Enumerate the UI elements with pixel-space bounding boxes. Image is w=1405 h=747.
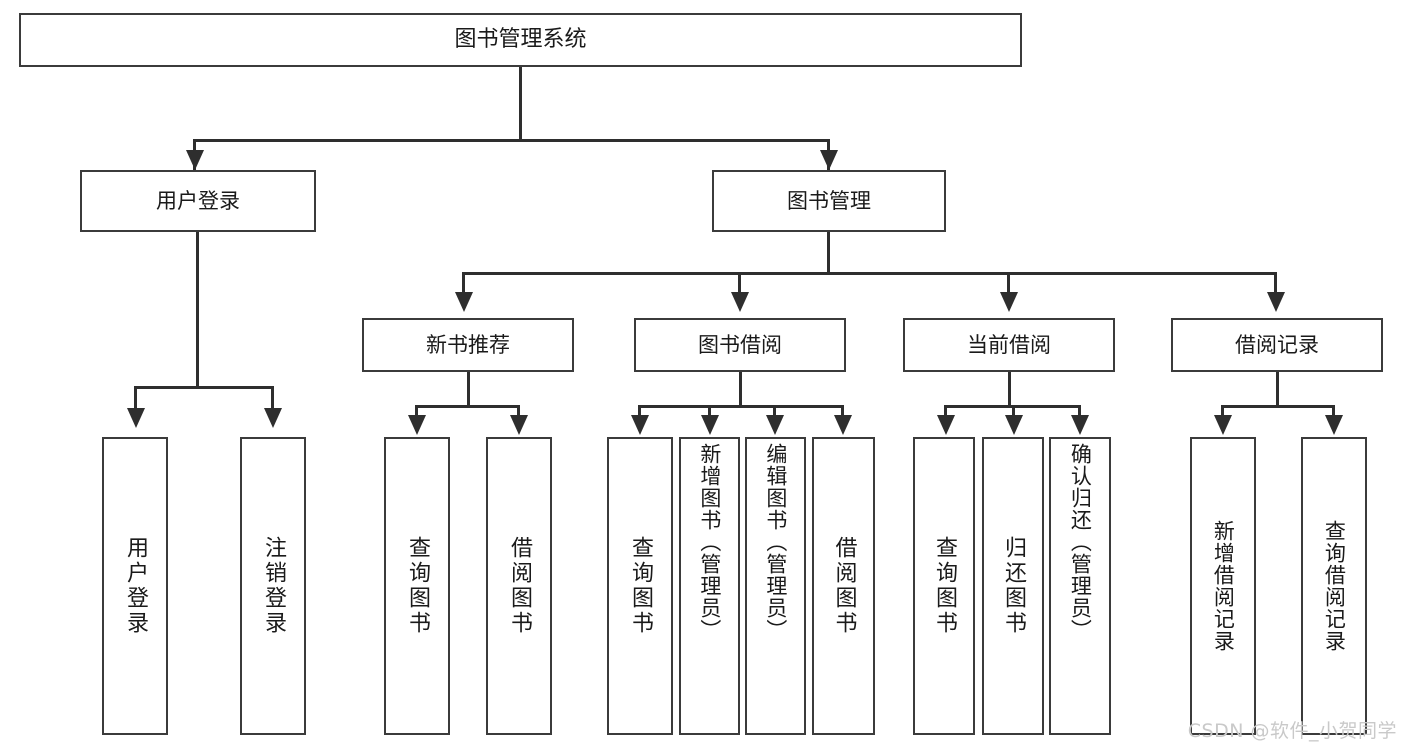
- node-label: 图书管理系统: [454, 27, 587, 53]
- node-label: 归还图书: [1000, 536, 1026, 636]
- arrow-user-login-leaf2: [264, 408, 282, 428]
- leaf-query-book-current[interactable]: 查询图书: [913, 437, 975, 735]
- connector-user-login-leaf1: [134, 386, 137, 418]
- connector-root-stem: [519, 67, 522, 141]
- arrow-to-book-borrow: [731, 292, 749, 312]
- node-borrow-record[interactable]: 借阅记录: [1171, 318, 1383, 372]
- node-current-borrow[interactable]: 当前借阅: [903, 318, 1115, 372]
- node-label: 查询借阅记录: [1322, 520, 1347, 652]
- connector-book-borrow-bus: [638, 405, 844, 408]
- node-label: 用户登录: [156, 188, 240, 213]
- node-label: 借阅记录: [1235, 332, 1319, 357]
- leaf-query-book-borrow[interactable]: 查询图书: [607, 437, 673, 735]
- node-user-login[interactable]: 用户登录: [80, 170, 316, 232]
- leaf-query-borrow-record[interactable]: 查询借阅记录: [1301, 437, 1367, 735]
- node-label: 新书推荐: [426, 332, 510, 357]
- connector-root-bus: [193, 139, 830, 142]
- arrow-new-book-leaf1: [408, 415, 426, 435]
- leaf-confirm-return-admin[interactable]: 确认归还（管理员）: [1049, 437, 1111, 735]
- connector-book-mgmt-bus: [462, 272, 1277, 275]
- connector-borrow-record-stem: [1276, 372, 1279, 407]
- node-label: 查询图书: [404, 536, 430, 636]
- arrow-to-current-borrow: [1000, 292, 1018, 312]
- node-root-system[interactable]: 图书管理系统: [19, 13, 1022, 67]
- node-book-management[interactable]: 图书管理: [712, 170, 946, 232]
- watermark: CSDN @软件_小贺同学: [1187, 720, 1397, 742]
- leaf-borrow-book[interactable]: 借阅图书: [812, 437, 875, 735]
- connector-book-mgmt-to-new-book: [462, 272, 465, 304]
- leaf-edit-book-admin[interactable]: 编辑图书（管理员）: [745, 437, 806, 735]
- leaf-query-book-recommend[interactable]: 查询图书: [384, 437, 450, 735]
- connector-user-login-leaf2: [271, 386, 274, 418]
- connector-book-mgmt-to-current-borrow: [1007, 272, 1010, 304]
- arrow-root-to-user-login: [186, 150, 204, 170]
- arrow-current-borrow-leaf1: [937, 415, 955, 435]
- arrow-book-borrow-leaf1: [631, 415, 649, 435]
- node-label: 借阅图书: [506, 536, 532, 636]
- arrow-new-book-leaf2: [510, 415, 528, 435]
- arrow-book-borrow-leaf4: [834, 415, 852, 435]
- connector-user-login-bus: [134, 386, 274, 389]
- arrow-user-login-leaf1: [127, 408, 145, 428]
- node-label: 编辑图书（管理员）: [763, 443, 788, 641]
- arrow-book-borrow-leaf3: [766, 415, 784, 435]
- connector-new-book-bus: [415, 405, 520, 408]
- connector-borrow-record-bus: [1221, 405, 1335, 408]
- connector-user-login-stem: [196, 232, 199, 388]
- connector-book-mgmt-to-borrow-record: [1274, 272, 1277, 304]
- arrow-to-borrow-record: [1267, 292, 1285, 312]
- node-label: 图书借阅: [698, 332, 782, 357]
- arrow-root-to-book-mgmt: [820, 150, 838, 170]
- node-label: 借阅图书: [831, 536, 857, 636]
- leaf-add-book-admin[interactable]: 新增图书（管理员）: [679, 437, 740, 735]
- node-label: 图书管理: [787, 188, 871, 213]
- leaf-add-borrow-record[interactable]: 新增借阅记录: [1190, 437, 1256, 735]
- connector-book-mgmt-to-book-borrow: [738, 272, 741, 304]
- arrow-book-borrow-leaf2: [701, 415, 719, 435]
- leaf-logout[interactable]: 注销登录: [240, 437, 306, 735]
- arrow-current-borrow-leaf2: [1005, 415, 1023, 435]
- node-label: 新增借阅记录: [1211, 520, 1236, 652]
- node-label: 注销登录: [260, 536, 286, 636]
- node-label: 查询图书: [931, 536, 957, 636]
- connector-book-mgmt-stem: [827, 232, 830, 274]
- arrow-borrow-record-leaf1: [1214, 415, 1232, 435]
- connector-current-borrow-stem: [1008, 372, 1011, 407]
- leaf-borrow-book-recommend[interactable]: 借阅图书: [486, 437, 552, 735]
- node-label: 查询图书: [627, 536, 653, 636]
- arrow-borrow-record-leaf2: [1325, 415, 1343, 435]
- leaf-user-login[interactable]: 用户登录: [102, 437, 168, 735]
- node-label: 新增图书（管理员）: [697, 443, 722, 641]
- connector-new-book-stem: [467, 372, 470, 407]
- node-new-book-recommend[interactable]: 新书推荐: [362, 318, 574, 372]
- connector-book-borrow-stem: [739, 372, 742, 407]
- arrow-to-new-book-recommend: [455, 292, 473, 312]
- node-label: 用户登录: [122, 536, 148, 636]
- arrow-current-borrow-leaf3: [1071, 415, 1089, 435]
- node-label: 确认归还（管理员）: [1068, 443, 1093, 641]
- leaf-return-book[interactable]: 归还图书: [982, 437, 1044, 735]
- node-book-borrow[interactable]: 图书借阅: [634, 318, 846, 372]
- node-label: 当前借阅: [967, 332, 1051, 357]
